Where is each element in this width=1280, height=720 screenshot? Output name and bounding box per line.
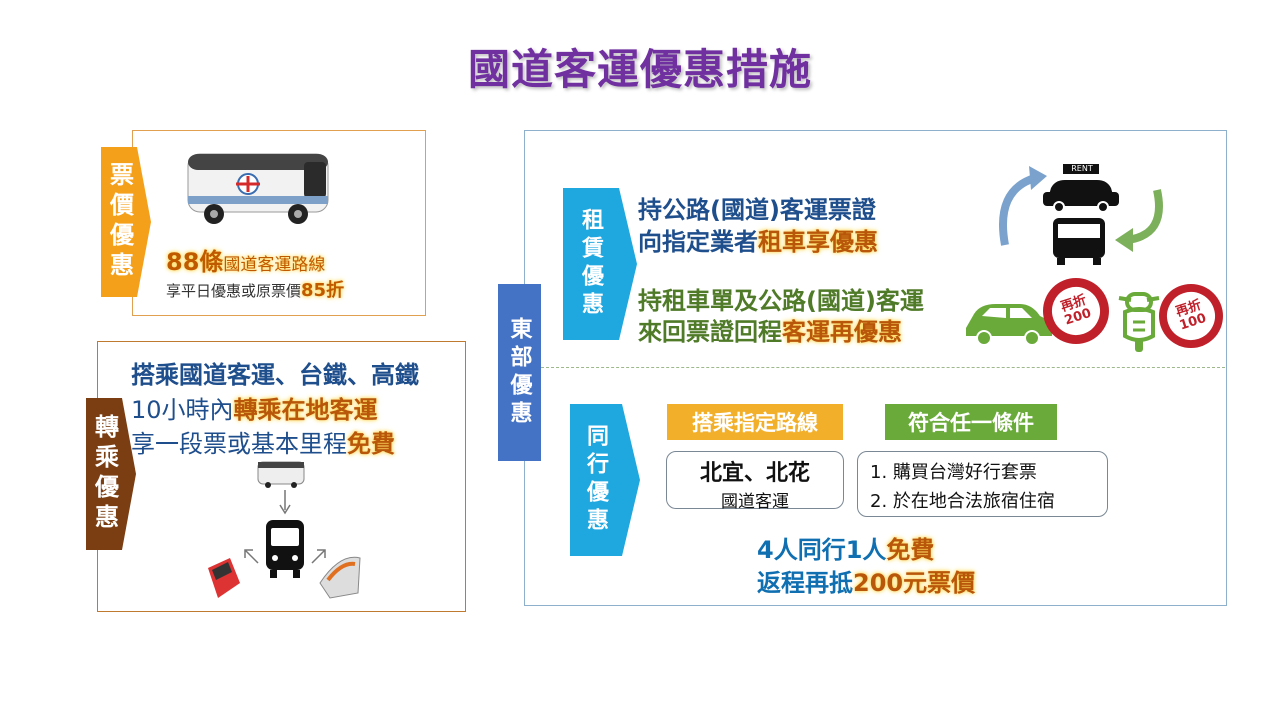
chevron-label-shape xyxy=(86,398,136,550)
taxi-icon xyxy=(1043,164,1119,213)
hsr-icon xyxy=(319,556,361,599)
discount-prefix: 享平日優惠或原票價 xyxy=(166,282,302,300)
fare-discount-label: 票價優惠 xyxy=(101,147,151,297)
chevron-label-shape xyxy=(563,188,637,340)
bus-icon xyxy=(1053,218,1105,265)
east-discount-panel xyxy=(524,130,1227,606)
discount-sign-200: 再折 200 xyxy=(1043,278,1109,344)
transfer-discount-label: 轉乘優惠 xyxy=(86,398,136,550)
condition-2: 2. 於在地合法旅宿住宿 xyxy=(870,491,1055,512)
east-discount-label: 東部優惠 xyxy=(498,284,541,461)
transfer-diagram xyxy=(200,458,370,607)
group-benefit-1: 4人同行1人免費 xyxy=(757,536,935,564)
rent-sign: RENT xyxy=(1071,164,1093,173)
scooter-icon xyxy=(1113,288,1165,358)
section-divider xyxy=(541,367,1225,368)
chevron-label-shape xyxy=(570,404,640,556)
group-benefit-2: 返程再抵200元票價 xyxy=(757,569,976,597)
tag-any-condition: 符合任一條件 xyxy=(885,404,1057,440)
group-discount-label: 同行優惠 xyxy=(570,404,640,556)
condition-1: 1. 購買台灣好行套票 xyxy=(870,462,1037,483)
fare-routes-text: 88條國道客運路線 xyxy=(166,242,325,277)
transfer-line-2: 10小時內轉乘在地客運 xyxy=(131,396,378,424)
chevron-label-shape xyxy=(101,147,151,297)
rental-line-4: 來回票證回程客運再優惠 xyxy=(638,318,902,346)
rental-discount-label: 租賃優惠 xyxy=(563,188,637,340)
transfer-line-1: 搭乘國道客運、台鐵、高鐵 xyxy=(131,361,419,389)
rental-cycle-graphic xyxy=(985,160,1170,274)
coach-bus-image xyxy=(186,148,336,232)
route-main: 北宜、北花 xyxy=(699,461,810,486)
rental-line-1: 持公路(國道)客運票證 xyxy=(638,196,876,224)
route-box: 北宜、北花 國道客運 xyxy=(666,451,844,512)
transfer-line-3: 享一段票或基本里程免費 xyxy=(131,430,395,458)
route-text: 國道客運路線 xyxy=(223,255,326,275)
route-count: 88條 xyxy=(166,248,224,276)
route-sub: 國道客運 xyxy=(721,492,789,512)
train-icon xyxy=(208,558,240,598)
page-title: 國道客運優惠措施 xyxy=(467,45,812,94)
car-icon xyxy=(960,298,1056,350)
coach-small-icon xyxy=(257,461,305,488)
local-bus-icon xyxy=(266,520,304,578)
discount-value: 85折 xyxy=(301,280,345,301)
tag-designated-route: 搭乘指定路線 xyxy=(667,404,843,440)
discount-sign-100: 再折 100 xyxy=(1159,284,1223,348)
fare-discount-text: 享平日優惠或原票價85折 xyxy=(166,276,344,302)
condition-box: 1. 購買台灣好行套票 2. 於在地合法旅宿住宿 xyxy=(857,451,1108,517)
rental-line-3: 持租車單及公路(國道)客運 xyxy=(638,287,924,315)
rental-line-2: 向指定業者租車享優惠 xyxy=(638,228,878,256)
